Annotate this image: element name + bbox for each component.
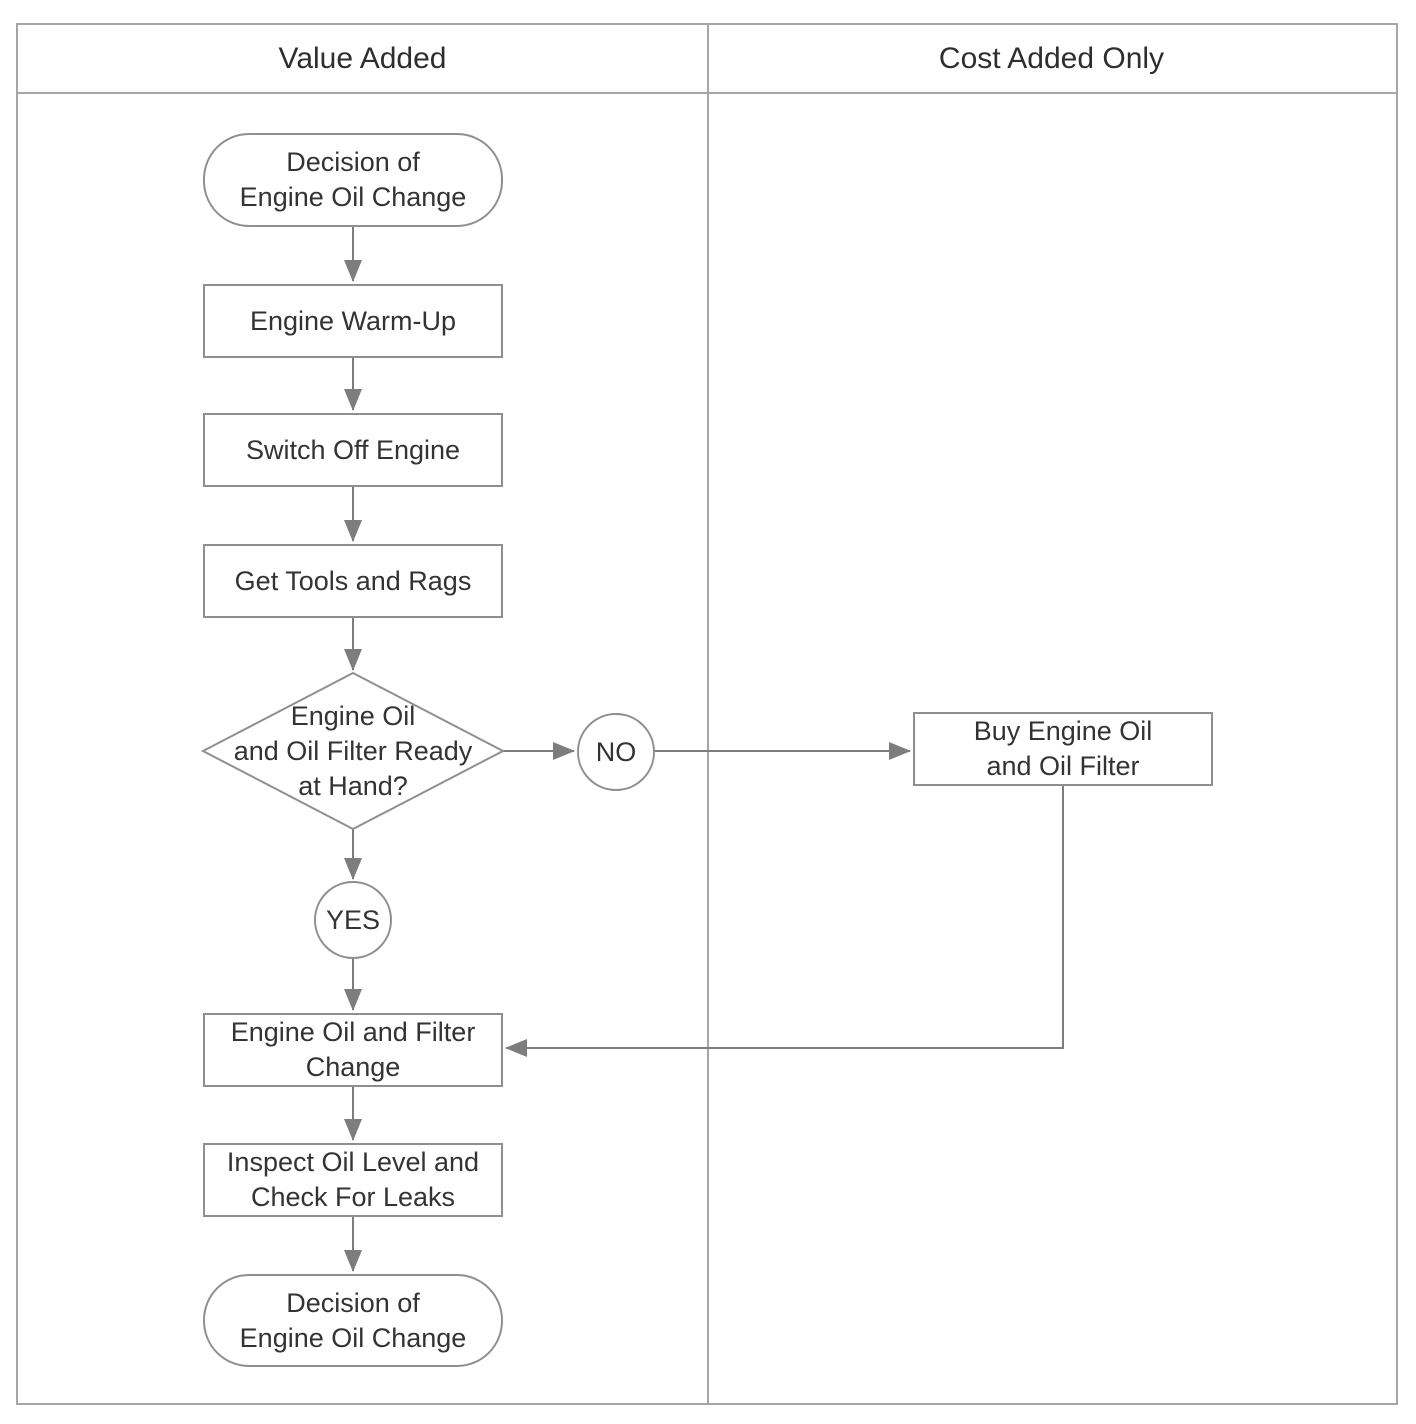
node-get-tools-and-rags-label: Get Tools and Rags xyxy=(234,565,472,596)
node-end-terminator[interactable]: Decision of Engine Oil Change xyxy=(203,1274,503,1367)
node-engine-warm-up[interactable]: Engine Warm-Up xyxy=(203,284,503,358)
lane-title-cost-added-only: Cost Added Only xyxy=(938,41,1165,75)
node-engine-warm-up-label: Engine Warm-Up xyxy=(249,305,457,336)
node-inspect-oil-level-label: Inspect Oil Level and Check For Leaks xyxy=(226,1147,480,1212)
node-inspect-oil-level[interactable]: Inspect Oil Level and Check For Leaks xyxy=(203,1143,503,1217)
node-oil-and-filter-change[interactable]: Engine Oil and Filter Change xyxy=(203,1013,503,1087)
node-end-label: Decision of Engine Oil Change xyxy=(239,1287,467,1353)
decision-diamond[interactable] xyxy=(200,671,506,831)
node-oil-and-filter-change-label: Engine Oil and Filter Change xyxy=(230,1017,476,1082)
connector-no-label: NO xyxy=(595,736,637,767)
node-buy-engine-oil[interactable]: Buy Engine Oil and Oil Filter xyxy=(913,712,1213,786)
connector-yes[interactable]: YES xyxy=(314,881,392,959)
node-switch-off-engine[interactable]: Switch Off Engine xyxy=(203,413,503,487)
edge-buy-to-change xyxy=(505,786,1064,1057)
connector-yes-label: YES xyxy=(325,904,381,935)
node-get-tools-and-rags[interactable]: Get Tools and Rags xyxy=(203,544,503,618)
connector-no[interactable]: NO xyxy=(577,713,655,791)
node-buy-engine-oil-label: Buy Engine Oil and Oil Filter xyxy=(973,716,1153,781)
node-start-terminator[interactable]: Decision of Engine Oil Change xyxy=(203,133,503,227)
node-start-label: Decision of Engine Oil Change xyxy=(239,147,467,212)
lane-divider xyxy=(707,23,709,1405)
node-switch-off-engine-label: Switch Off Engine xyxy=(245,434,461,465)
decision-diamond-label: Engine Oil and Oil Filter Ready at Hand? xyxy=(233,700,473,801)
lane-title-value-added: Value Added xyxy=(278,41,447,75)
